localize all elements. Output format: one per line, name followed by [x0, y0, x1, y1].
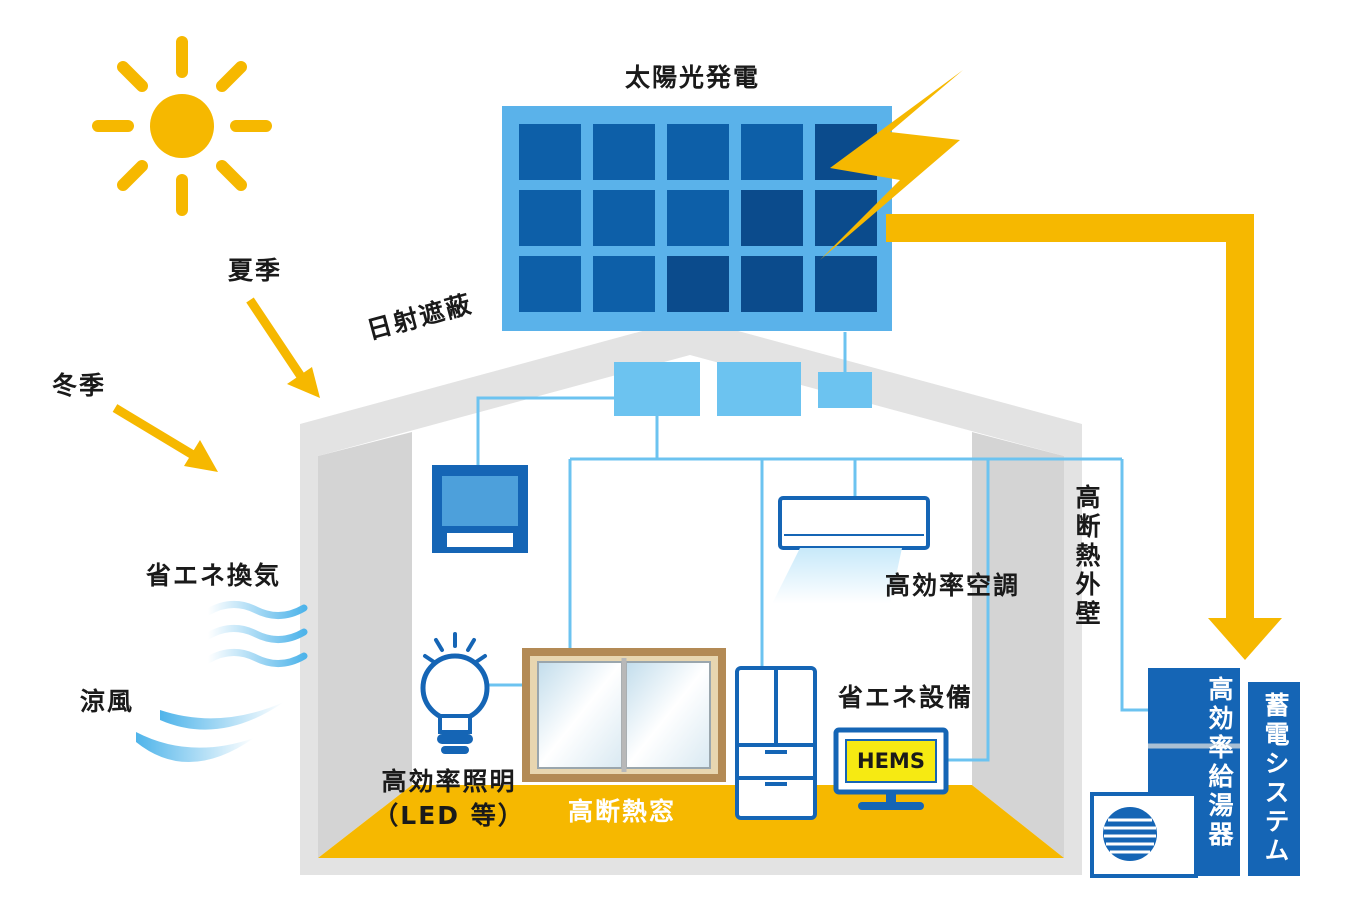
solar-cell: [519, 124, 581, 180]
solar-cell: [593, 256, 655, 312]
solar-cell: [519, 256, 581, 312]
air-conditioner: [772, 496, 930, 604]
distribution-board-box: [717, 362, 801, 416]
lightning-bolt-icon: [820, 70, 963, 260]
cool-breeze-label: 涼風: [80, 687, 135, 716]
power-conditioner-box: [614, 362, 700, 416]
solar-cell: [519, 190, 581, 246]
summer-label: 夏季: [228, 256, 283, 285]
solar-cell: [667, 256, 729, 312]
high-insulation-window: [522, 648, 726, 782]
high-efficiency-ac-label: 高効率空調: [885, 571, 1021, 600]
cool-breeze-icon: [136, 702, 284, 763]
water-heater-label: 高効率給湯器: [1205, 676, 1234, 850]
solar-cell: [741, 124, 803, 180]
high-efficiency-water-heater: [1090, 668, 1240, 878]
solar-cell: [741, 256, 803, 312]
meter-box: [818, 372, 872, 408]
high-efficiency-lighting-label: 高効率照明: [381, 767, 517, 796]
solar-cell: [593, 124, 655, 180]
solar-cell: [593, 190, 655, 246]
ventilation-waves-icon: [204, 601, 308, 667]
refrigerator: [735, 666, 817, 820]
solar-panel: [502, 106, 892, 331]
solar-power-label: 太陽光発電: [625, 63, 761, 92]
solar-cell: [667, 124, 729, 180]
hems-monitor: [833, 727, 949, 810]
winter-label: 冬季: [52, 371, 107, 400]
sun-icon: [92, 36, 272, 216]
high-insulation-window-label: 高断熱窓: [568, 797, 677, 826]
high-insulation-wall-label: 高断熱外壁: [1072, 484, 1101, 629]
solar-cell: [667, 190, 729, 246]
energy-saving-ventilation-label: 省エネ換気: [146, 561, 282, 590]
solar-cell: [815, 256, 877, 312]
winter-sunlight-arrow: [112, 404, 218, 472]
power-flow-arrow: [886, 214, 1282, 660]
solar-cell: [741, 190, 803, 246]
hems-wiring: [476, 332, 1148, 762]
led-note-label: （LED 等）: [373, 801, 525, 830]
energy-saving-equipment-label: 省エネ設備: [838, 683, 974, 712]
light-bulb-icon: [420, 632, 490, 754]
hems-wall-monitor: [432, 465, 528, 553]
storage-battery: [1248, 682, 1300, 876]
storage-battery-label: 蓄電システム: [1261, 692, 1290, 866]
summer-sunlight-arrow: [246, 297, 320, 398]
hems-screen-text: HEMS: [857, 749, 925, 773]
